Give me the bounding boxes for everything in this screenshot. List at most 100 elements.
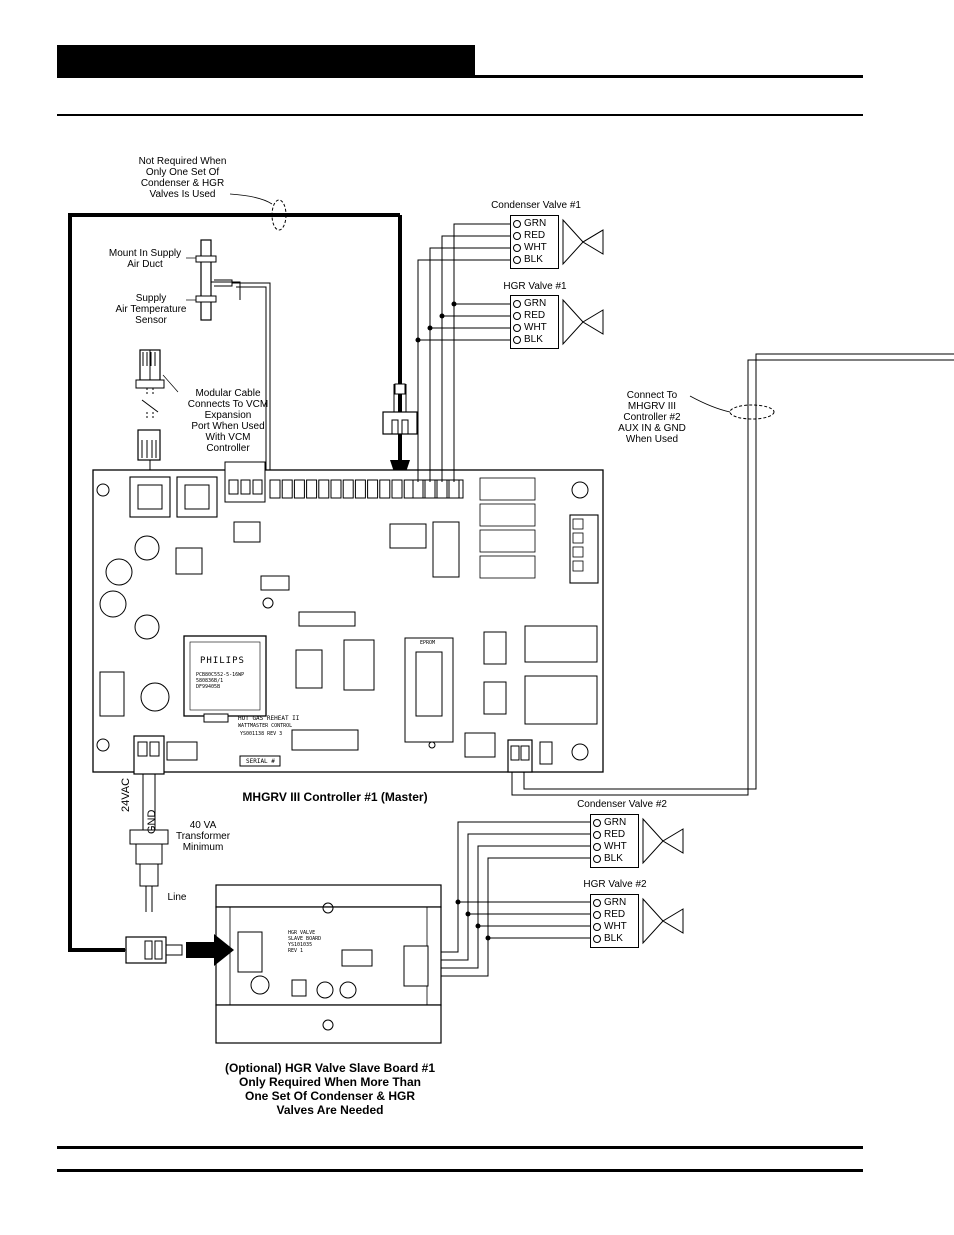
header-bar [57, 45, 475, 75]
terminal-circle-icon [593, 934, 601, 943]
valve-wire-row: RED [593, 909, 625, 920]
valve-wire-row: WHT [593, 921, 627, 932]
wire-color-label: GRN [604, 817, 627, 828]
terminal-circle-icon [513, 255, 521, 264]
wire-color-label: WHT [604, 841, 627, 852]
terminal-circle-icon [513, 231, 521, 240]
terminal-circle-icon [513, 299, 521, 308]
terminal-circle-icon [513, 323, 521, 332]
valve-box-hgr-1 [510, 295, 559, 349]
valve-wire-row: BLK [513, 334, 543, 345]
valve-terminal-3 [436, 479, 448, 499]
terminal-circle-icon [593, 854, 601, 863]
valve-terminal-1 [412, 479, 424, 499]
terminal-1 [269, 479, 281, 499]
valve-title-hgr-2: HGR Valve #2 [583, 879, 647, 890]
valve-wire-row: BLK [593, 853, 623, 864]
label-gnd: GND [146, 809, 158, 834]
valve-wire-row: GRN [513, 298, 546, 309]
valve-wire-row: WHT [593, 841, 627, 852]
valve-wire-row: GRN [513, 218, 546, 229]
terminal-circle-icon [593, 830, 601, 839]
modular-plug-bottom [137, 429, 161, 461]
valve-wire-row: RED [593, 829, 625, 840]
terminal-block-left [224, 461, 266, 503]
eprom-chip [404, 637, 454, 743]
valve-terminal-2 [424, 479, 436, 499]
terminal-4 [306, 479, 318, 499]
wire-color-label: GRN [604, 897, 627, 908]
footer-rule [57, 1146, 863, 1149]
wire-color-label: BLK [524, 254, 543, 265]
note-line: Line [167, 892, 187, 903]
board-eprom: EPROM [420, 640, 436, 646]
sensor-probe [200, 239, 212, 321]
wire-color-label: RED [604, 909, 626, 920]
board-name: HOT GAS REHEAT II [238, 715, 300, 722]
wire-color-label: BLK [524, 334, 543, 345]
terminal-3 [293, 479, 305, 499]
terminal-7 [342, 479, 354, 499]
valve-wire-row: BLK [593, 933, 623, 944]
valve-box-condenser-1 [510, 215, 559, 269]
board-part: YS001138 REV 3 [240, 731, 283, 737]
valve-wire-row: RED [513, 310, 545, 321]
wire-color-label: BLK [604, 853, 623, 864]
valve-box-condenser-2 [590, 814, 639, 868]
terminal-circle-icon [513, 335, 521, 344]
wire-color-label: GRN [524, 218, 547, 229]
wire-color-label: RED [604, 829, 626, 840]
wire-color-label: RED [524, 310, 546, 321]
terminal-9 [367, 479, 379, 499]
board-sub: WATTMASTER CONTROL [238, 723, 293, 729]
slave-heatsink-top [215, 884, 442, 908]
label-24vac: 24VAC [120, 777, 132, 812]
cpu-brand: PHILIPS [200, 656, 245, 666]
valve-wires [417, 223, 510, 482]
terminal-circle-icon [513, 219, 521, 228]
valve-wire-row: WHT [513, 322, 547, 333]
wire-color-label: WHT [524, 322, 547, 333]
terminal-11 [391, 479, 403, 499]
terminal-10 [379, 479, 391, 499]
terminal-circle-icon [513, 311, 521, 320]
valve-terminal-4 [448, 479, 460, 499]
valve-wire-row: RED [513, 230, 545, 241]
valve-wire-row: BLK [513, 254, 543, 265]
terminal-6 [330, 479, 342, 499]
terminal-circle-icon [513, 243, 521, 252]
terminal-circle-icon [593, 842, 601, 851]
valve-title-condenser-2: Condenser Valve #2 [577, 799, 667, 810]
terminal-5 [318, 479, 330, 499]
terminal-circle-icon [593, 910, 601, 919]
dashed-ellipse-1 [271, 199, 287, 231]
wire-color-label: BLK [604, 933, 623, 944]
terminal-circle-icon [593, 922, 601, 931]
terminal-circle-icon [593, 898, 601, 907]
header-rule-thin [57, 114, 863, 116]
wire-color-label: RED [524, 230, 546, 241]
caption-master: MHGRV III Controller #1 (Master) [242, 790, 428, 804]
valve-box-hgr-2 [590, 894, 639, 948]
valve-wire-row: GRN [593, 817, 626, 828]
terminal-strip-top [269, 479, 464, 499]
valve-title-condenser-1: Condenser Valve #1 [491, 200, 581, 211]
header-rule [57, 75, 863, 78]
terminal-2 [281, 479, 293, 499]
slave-heatsink-bottom [215, 1004, 442, 1044]
board-serial: SERIAL # [246, 758, 275, 765]
terminal-8 [354, 479, 366, 499]
valve-title-hgr-1: HGR Valve #1 [503, 281, 567, 292]
relay-area [479, 477, 599, 584]
footer-rule-thin [57, 1169, 863, 1172]
